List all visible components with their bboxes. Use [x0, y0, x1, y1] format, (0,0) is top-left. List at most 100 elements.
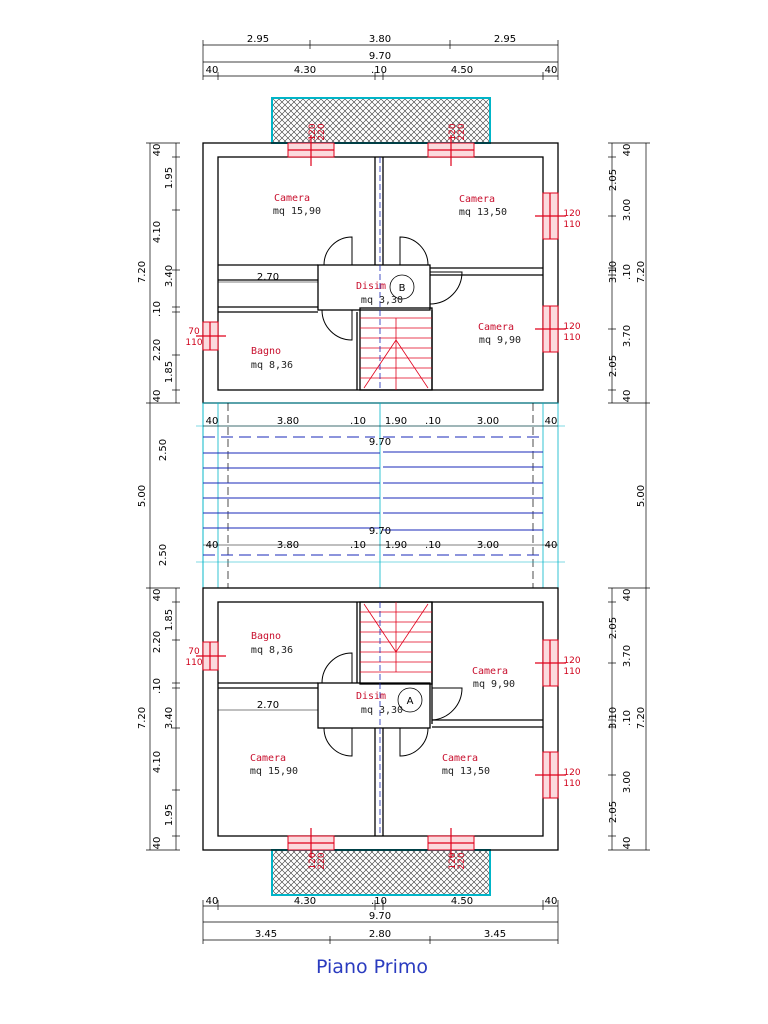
- mid-upper-dim-6: 3.00: [477, 416, 499, 427]
- unit-b-win-3-h: 110: [563, 220, 580, 230]
- left-upper-total: 7.20: [137, 261, 148, 283]
- unit-b-win-3-w: 120: [563, 209, 580, 219]
- right-lower-dim-3: 3.70: [622, 645, 633, 667]
- unit-a-marker: [397, 687, 423, 713]
- unit-b-win-1-w: 120: [308, 123, 318, 140]
- unit-a-room-5-area: mq 13,50: [442, 766, 490, 777]
- right-upper-dim-3: 3.00: [622, 199, 633, 221]
- left-upper-dim-4: 3.40: [164, 265, 175, 287]
- right-lower-dim-2: 2.05: [608, 617, 619, 639]
- top-dim-wall-left: 40: [206, 65, 219, 76]
- top-dim-partition: .10: [371, 65, 387, 76]
- bottom-dim-wall-left: 40: [206, 896, 219, 907]
- unit-b-room-2-name: Camera: [459, 194, 495, 205]
- left-lower-dim-4: .10: [152, 678, 163, 694]
- right-upper-dim-7: 2.05: [608, 355, 619, 377]
- unit-a-win-2-h: 110: [563, 667, 580, 677]
- right-middle-total: 5.00: [636, 485, 647, 507]
- top-dim-room-right: 4.50: [451, 65, 473, 76]
- unit-b-room-1-area: mq 15,90: [273, 206, 321, 217]
- top-dim-1: 2.95: [247, 34, 269, 45]
- unit-b-win-1-h: 220: [317, 123, 327, 140]
- mid-lower-dim-6: 3.00: [477, 540, 499, 551]
- top-dim-wall-right: 40: [545, 65, 558, 76]
- ground-area: [196, 402, 565, 589]
- unit-b-window-crosses: [196, 135, 566, 352]
- unit-a-room-4-area: mq 15,90: [250, 766, 298, 777]
- unit-a-win-3-w: 120: [563, 768, 580, 778]
- left-upper-dim-3: 4.10: [152, 221, 163, 243]
- unit-b-walls: [202, 142, 559, 404]
- mid-lower-dim-1: 40: [206, 540, 219, 551]
- top-dim-total: 9.70: [369, 51, 391, 62]
- top-dim-3: 2.95: [494, 34, 516, 45]
- unit-a-room-3-area: mq 3,30: [361, 705, 403, 716]
- mid-upper-total: 9.70: [369, 437, 391, 448]
- right-upper-total: 7.20: [636, 261, 647, 283]
- unit-a-room-2-area: mq 9,90: [473, 679, 515, 690]
- unit-a-win-1-h: 110: [185, 658, 202, 668]
- left-upper-dim-8: 40: [152, 390, 163, 403]
- left-lower-dim-2: 1.85: [164, 609, 175, 631]
- unit-b-win-5-h: 110: [185, 338, 202, 348]
- bottom-dim-room-left: 4.30: [294, 896, 316, 907]
- unit-a-room-4-name: Camera: [250, 753, 286, 764]
- bottom-dim-partition: .10: [371, 896, 387, 907]
- mid-lower-dim-3: .10: [350, 540, 366, 551]
- left-lower-dim-1: 40: [152, 589, 163, 602]
- unit-a-room-1-area: mq 8,36: [251, 645, 293, 656]
- unit-a-inner-dim: 2.70: [257, 700, 279, 711]
- right-upper-dim-1: 40: [622, 144, 633, 157]
- mid-lower-dim-2: 3.80: [277, 540, 299, 551]
- left-upper-dim-7: 1.85: [164, 361, 175, 383]
- bottom-dimensions: [202, 900, 559, 944]
- left-lower-dim-3: 2.20: [152, 631, 163, 653]
- unit-b-label: B: [399, 283, 406, 294]
- bottom-dim-wall-right: 40: [545, 896, 558, 907]
- unit-b-win-2-h: 220: [457, 123, 467, 140]
- mid-upper-dim-7: 40: [545, 416, 558, 427]
- right-lower-dim-8: 40: [622, 837, 633, 850]
- unit-b-room-4-name: Camera: [478, 322, 514, 333]
- unit-a-room-3-name: Disim: [356, 691, 386, 702]
- top-dim-2: 3.80: [369, 34, 391, 45]
- unit-a-room-1-name: Bagno: [251, 631, 281, 642]
- bottom-dim-1: 3.45: [255, 929, 277, 940]
- right-lower-total: 7.20: [636, 707, 647, 729]
- unit-b-win-5-w: 70: [188, 327, 200, 337]
- plan-title: Piano Primo: [316, 956, 428, 978]
- unit-a-win-3-h: 110: [563, 779, 580, 789]
- unit-a-win-5-w: 120: [448, 852, 458, 869]
- right-dimensions: [608, 142, 650, 851]
- left-lower-dim-8: 40: [152, 837, 163, 850]
- left-middle-dim-1: 2.50: [158, 439, 169, 461]
- right-upper-dim-4: 3.10: [608, 261, 619, 283]
- unit-b-doors: [321, 236, 463, 341]
- mid-upper-dim-4: 1.90: [385, 416, 407, 427]
- right-upper-dim-6: 3.70: [622, 325, 633, 347]
- mid-upper-dim-3: .10: [350, 416, 366, 427]
- mid-upper-dim-1: 40: [206, 416, 219, 427]
- unit-b-win-4-w: 120: [563, 322, 580, 332]
- left-lower-dim-7: 1.95: [164, 804, 175, 826]
- unit-a-win-2-w: 120: [563, 656, 580, 666]
- unit-a-walls: [202, 587, 559, 851]
- mid-upper-dim-5: .10: [425, 416, 441, 427]
- left-upper-dim-5: .10: [152, 301, 163, 317]
- mid-upper-dim-2: 3.80: [277, 416, 299, 427]
- bottom-dim-room-right: 4.50: [451, 896, 473, 907]
- ground-lines: [203, 436, 543, 556]
- right-upper-dim-5: .10: [622, 264, 633, 280]
- unit-a-room-2-name: Camera: [472, 666, 508, 677]
- right-lower-dim-4: .10: [622, 710, 633, 726]
- mid-lower-total: 9.70: [369, 526, 391, 537]
- left-middle-dim-2: 2.50: [158, 544, 169, 566]
- unit-a-win-1-w: 70: [188, 647, 200, 657]
- mid-lower-dim-5: .10: [425, 540, 441, 551]
- unit-b-room-5-area: mq 8,36: [251, 360, 293, 371]
- unit-b-room-5-name: Bagno: [251, 346, 281, 357]
- unit-a-room-5-name: Camera: [442, 753, 478, 764]
- right-upper-dim-2: 2.05: [608, 169, 619, 191]
- unit-a-stair: [360, 602, 432, 673]
